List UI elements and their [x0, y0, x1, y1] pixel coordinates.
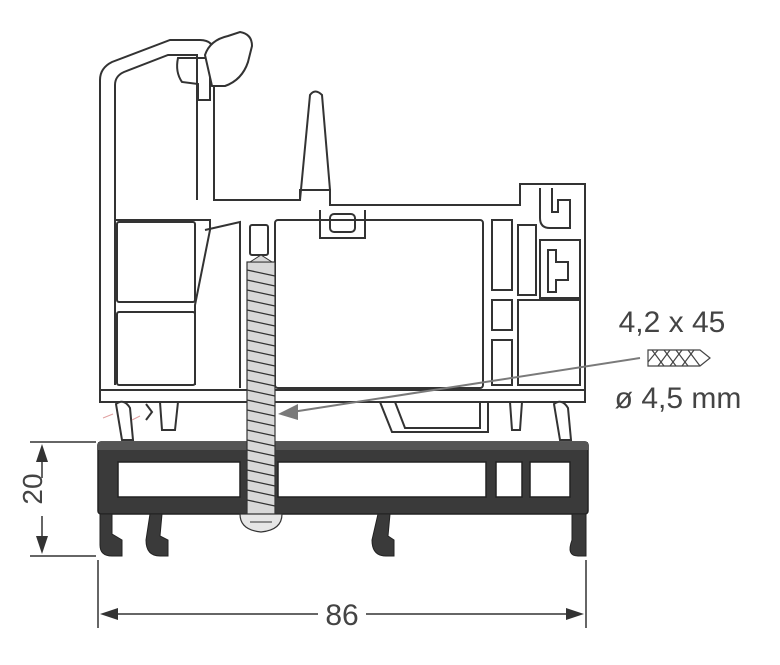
sash-profile [99, 30, 586, 441]
drill-diameter-label: ø 4,5 mm [615, 382, 742, 415]
screw-icon [239, 254, 283, 533]
seal-marks [102, 413, 141, 421]
height-dimension-label: 20 [17, 473, 48, 504]
height-label-bg [28, 478, 56, 516]
screw-size-label: 4,2 x 45 [619, 306, 726, 339]
width-label-bg [318, 598, 366, 630]
frame-base-profile [97, 441, 589, 557]
screw-leader-arrow [278, 357, 641, 420]
width-dimension-label: 86 [325, 599, 358, 632]
drill-bit-icon [647, 349, 711, 367]
